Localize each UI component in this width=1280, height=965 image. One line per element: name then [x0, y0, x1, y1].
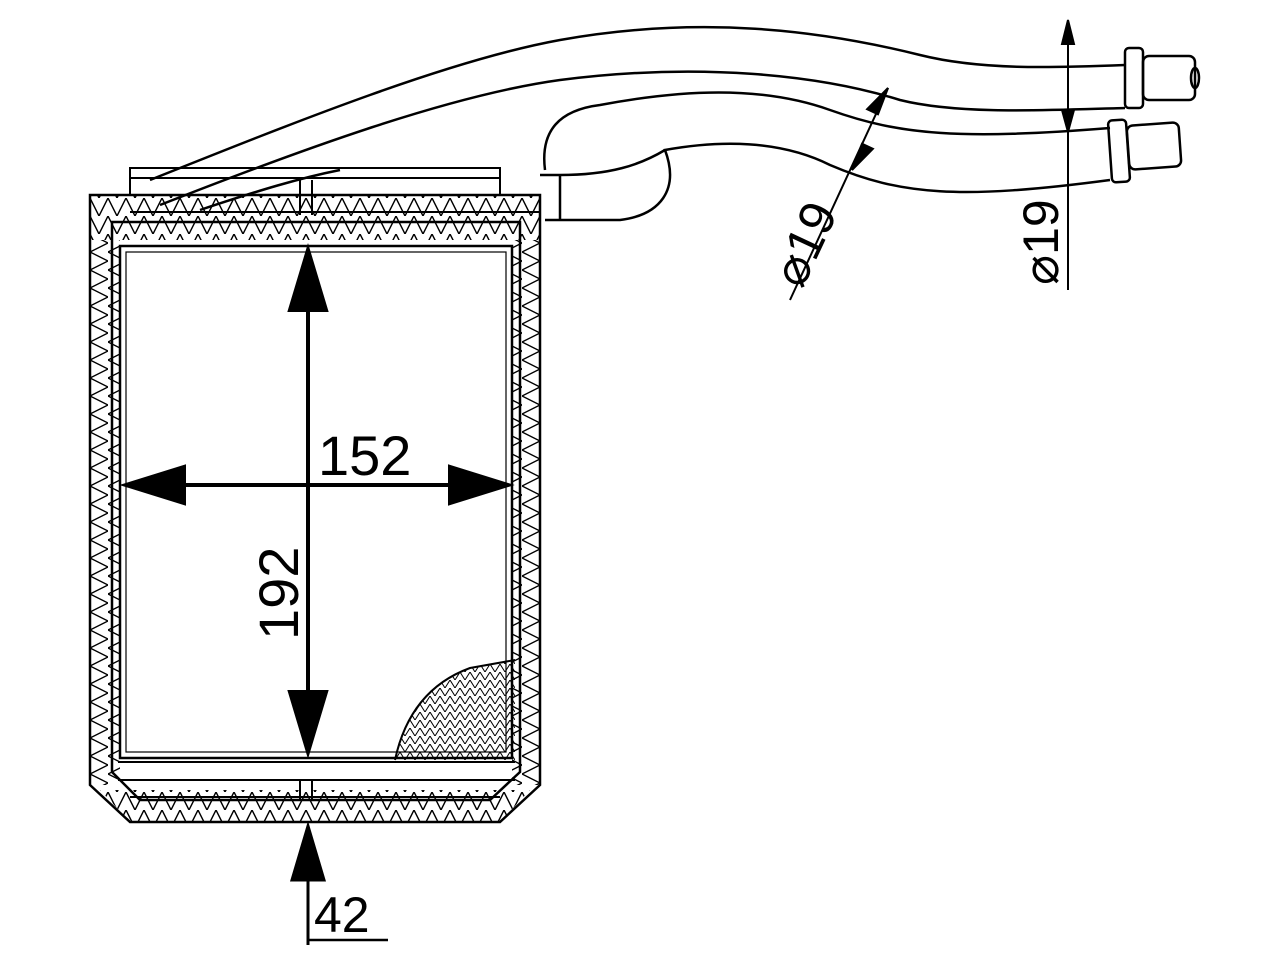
height-arrow-bottom — [287, 690, 329, 759]
width-label: 152 — [318, 424, 411, 487]
diameter-dimensions — [789, 19, 1076, 301]
pipe-elbow — [540, 148, 666, 220]
top-header — [129, 167, 540, 215]
fitting-upper-nozzle — [1141, 54, 1197, 102]
dimension-lines — [119, 243, 515, 759]
pipe-diameter-label-1: ⌀19 — [761, 193, 848, 294]
height-arrow-top — [287, 243, 329, 312]
depth-label: 42 — [314, 887, 370, 943]
coolant-pipes — [149, 25, 1126, 222]
depth-dimension — [289, 820, 388, 945]
height-label: 192 — [247, 547, 310, 640]
fitting-lower-nozzle — [1125, 121, 1183, 171]
hatch-right — [512, 240, 540, 785]
core-inner-line — [125, 251, 507, 753]
pipe-lower-inner — [545, 142, 1111, 222]
pipe-diameter-label-2: ⌀19 — [1013, 199, 1069, 285]
width-arrow-left — [119, 464, 186, 506]
pipe-fittings — [1106, 46, 1201, 184]
hatch-left — [90, 240, 120, 785]
hatch-bottom — [100, 790, 530, 822]
fitting-upper — [1123, 46, 1145, 110]
fin-sample — [394, 659, 516, 761]
depth-arrow — [289, 820, 327, 882]
pipe-lower-outer — [543, 91, 1111, 171]
pipe-upper-inner — [159, 70, 1126, 207]
hatch-top — [90, 195, 540, 240]
pipe-upper-outer — [149, 25, 1126, 182]
bottom-tank-lines — [118, 761, 515, 800]
width-arrow-right — [448, 464, 515, 506]
